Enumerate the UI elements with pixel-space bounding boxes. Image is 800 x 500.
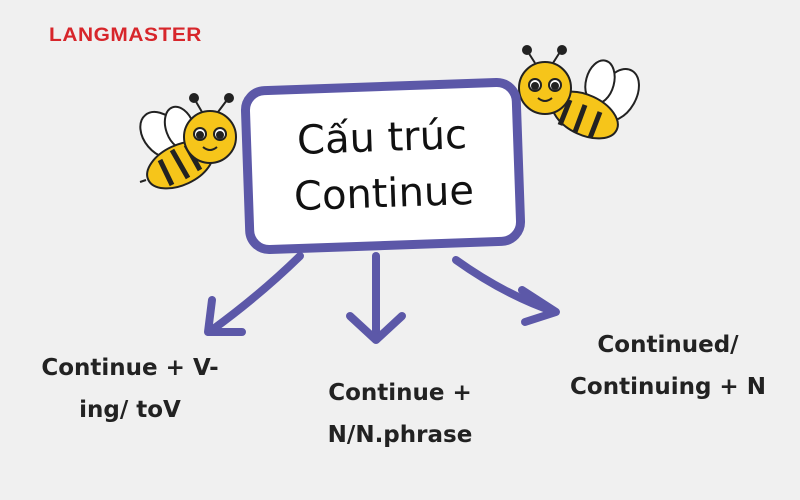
branch-3-line-2: Continuing + N: [570, 374, 766, 400]
branch-label-1: Continue + V- ing/ toV: [20, 347, 240, 431]
langmaster-logo: LANGMASTER: [49, 25, 202, 46]
bee-right-icon: [518, 45, 640, 140]
branch-1-line-2: ing/ toV: [79, 397, 181, 423]
arrow-middle: [346, 252, 406, 344]
branch-label-2: Continue + N/N.phrase: [290, 372, 510, 456]
arrow-right: [452, 256, 560, 326]
title-line-1: Cấu trúc: [296, 112, 468, 164]
branch-3-line-1: Continued/: [597, 332, 739, 358]
branch-2-line-2: N/N.phrase: [327, 422, 473, 448]
branch-1-line-1: Continue + V-: [41, 355, 219, 381]
title-line-2: Continue: [293, 167, 475, 221]
bee-left-icon: [139, 93, 237, 190]
branch-2-line-1: Continue +: [328, 380, 472, 406]
arrow-left: [204, 252, 304, 336]
branch-label-3: Continued/ Continuing + N: [548, 324, 788, 408]
title-box: Cấu trúc Continue: [240, 77, 526, 255]
